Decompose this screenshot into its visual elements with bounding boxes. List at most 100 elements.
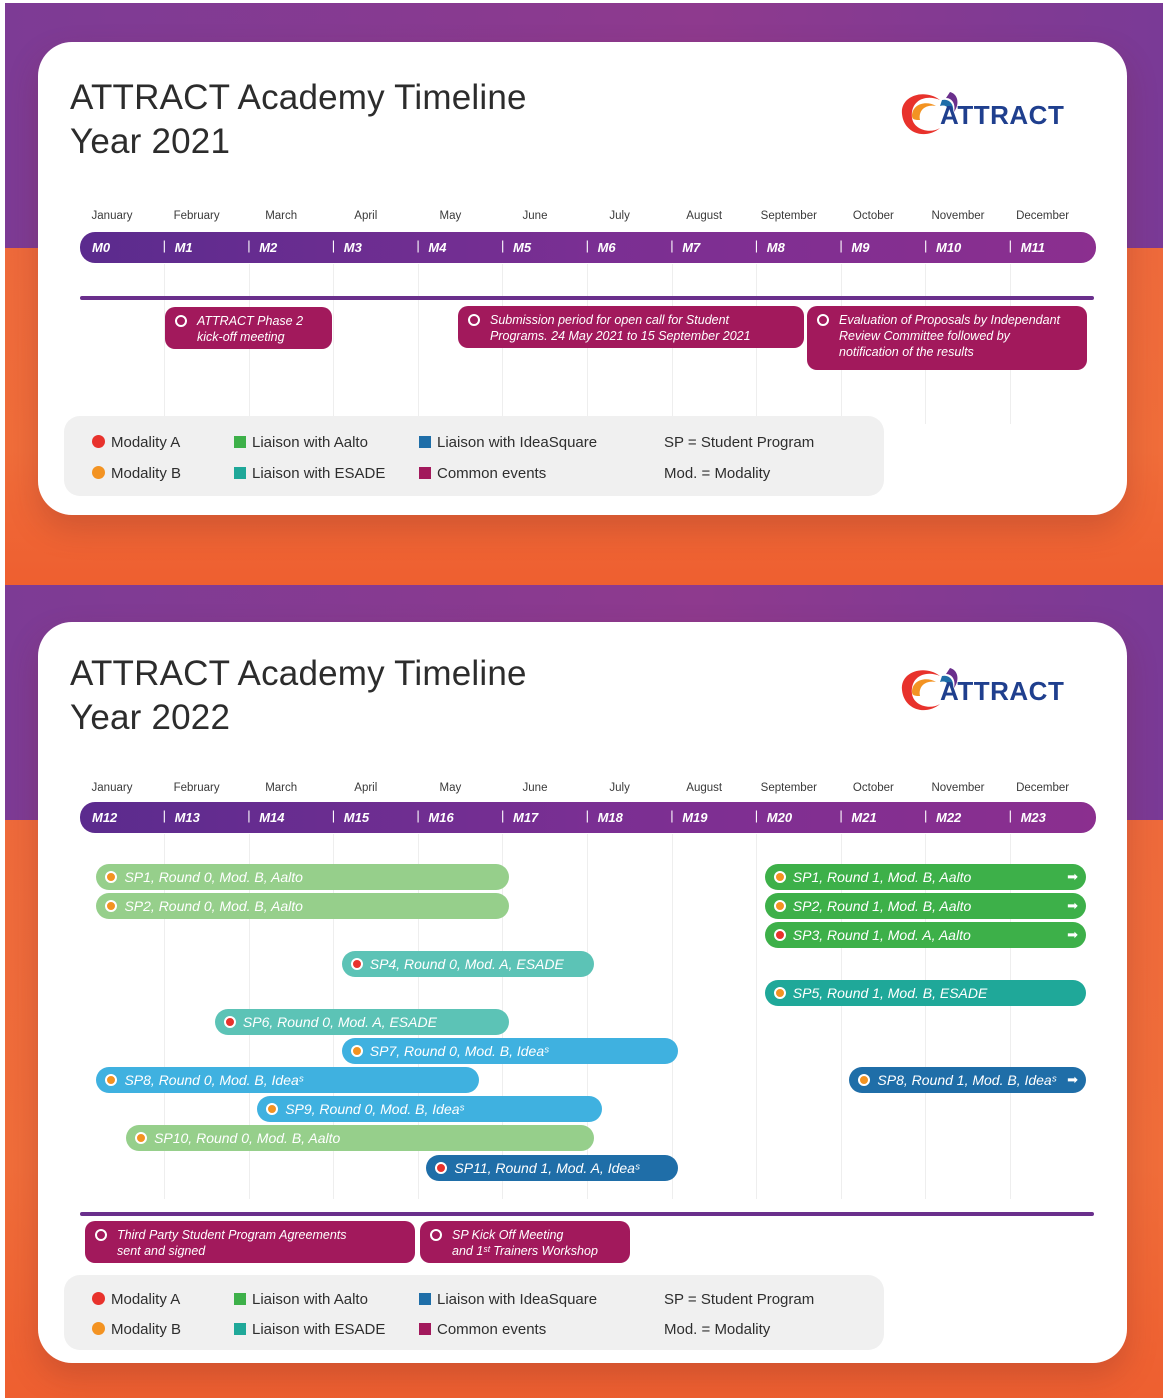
common-square-icon bbox=[419, 467, 431, 479]
milestone-label: M19 bbox=[682, 810, 708, 825]
legend-common-events: Common events bbox=[419, 1321, 546, 1338]
modality-b-dot-icon bbox=[773, 871, 786, 883]
event-ring-icon bbox=[95, 1229, 107, 1241]
modality-b-dot-icon bbox=[105, 1074, 118, 1086]
program-label: SP6, Round 0, Mod. A, ESADE bbox=[242, 1014, 437, 1030]
modality-b-dot-icon bbox=[105, 900, 118, 912]
milestone-label: M10 bbox=[936, 240, 962, 255]
milestone-label: M15 bbox=[343, 810, 370, 825]
modality-b-dot-icon bbox=[92, 1322, 105, 1335]
milestone-label: M18 bbox=[597, 810, 623, 825]
month-label: September bbox=[760, 782, 817, 794]
legend-modality-a: Modality A bbox=[92, 1291, 180, 1308]
ideasquare-square-icon bbox=[419, 436, 431, 448]
milestone-separator: | bbox=[501, 808, 505, 823]
milestone-label: M5 bbox=[513, 240, 532, 255]
milestone-separator: | bbox=[839, 808, 843, 823]
milestone-separator: | bbox=[331, 238, 336, 253]
month-label: December bbox=[1016, 782, 1070, 794]
program-label: SP5, Round 1, Mod. B, ESADE bbox=[792, 985, 988, 1001]
continues-arrow-icon: ➡ bbox=[1067, 869, 1078, 884]
month-label: December bbox=[1016, 210, 1070, 222]
modality-b-dot-icon bbox=[350, 1045, 363, 1057]
legend-common-events: Common events bbox=[419, 465, 546, 482]
month-label: February bbox=[173, 782, 220, 794]
logo-text: ATTRACT bbox=[940, 676, 1065, 706]
title-line2: Year 2021 bbox=[70, 122, 231, 161]
event-sp-kickoff: SP Kick Off Meeting and 1ˢᵗ Trainers Wor… bbox=[420, 1221, 630, 1263]
milestone-bar: M12|M13|M14|M15|M16|M17|M18|M19|M20|M21|… bbox=[80, 802, 1096, 833]
program-bar: SP8, Round 0, Mod. B, Ideaˢ bbox=[96, 1067, 480, 1093]
modality-a-dot-icon bbox=[350, 958, 363, 970]
milestone-separator: | bbox=[501, 238, 505, 253]
title-line2: Year 2022 bbox=[70, 698, 231, 737]
program-bar: SP1, Round 1, Mod. B, Aalto ➡ bbox=[764, 864, 1086, 890]
month-label: September bbox=[760, 210, 817, 222]
milestone-label: M0 bbox=[92, 240, 111, 255]
program-label: SP3, Round 1, Mod. A, Aalto bbox=[792, 927, 971, 943]
legend-esade: Liaison with ESADE bbox=[234, 1321, 385, 1338]
milestone-label: M1 bbox=[174, 240, 193, 255]
month-gridline bbox=[1010, 834, 1011, 1199]
event-evaluation-proposals: Evaluation of Proposals by Independant R… bbox=[807, 306, 1087, 370]
continues-arrow-icon: ➡ bbox=[1067, 898, 1078, 913]
legend-modality-b: Modality B bbox=[92, 1321, 181, 1338]
program-label: SP1, Round 0, Mod. B, Aalto bbox=[124, 869, 303, 885]
month-label: October bbox=[852, 782, 894, 794]
common-events-divider bbox=[80, 296, 1094, 300]
page-title: ATTRACT Academy Timeline Year 2021 bbox=[70, 76, 527, 164]
month-label: October bbox=[852, 210, 894, 222]
timeline-card-2022: ATTRACT Academy Timeline Year 2022 ATTRA… bbox=[38, 622, 1127, 1363]
continues-arrow-icon: ➡ bbox=[1067, 927, 1078, 942]
modality-a-dot-icon bbox=[435, 1162, 448, 1174]
milestone-separator: | bbox=[162, 808, 166, 823]
milestone-separator: | bbox=[416, 238, 420, 253]
month-gridline bbox=[417, 264, 419, 424]
milestone-label: M16 bbox=[428, 810, 454, 825]
program-bar: SP11, Round 1, Mod. A, Ideaˢ bbox=[426, 1155, 679, 1181]
milestone-label: M23 bbox=[1020, 810, 1046, 825]
month-gridline bbox=[840, 834, 842, 1199]
program-label: SP10, Round 0, Mod. B, Aalto bbox=[154, 1130, 341, 1146]
legend-sp-note: SP = Student Program bbox=[664, 1291, 815, 1308]
program-label: SP9, Round 0, Mod. B, Ideaˢ bbox=[285, 1101, 465, 1117]
modality-b-dot-icon bbox=[105, 871, 118, 883]
event-third-party-agreements: Third Party Student Program Agreements s… bbox=[85, 1221, 415, 1263]
milestone-separator: | bbox=[247, 808, 251, 823]
milestone-separator: | bbox=[924, 238, 928, 253]
timeline-card-2021: ATTRACT Academy Timeline Year 2021 ATTRA… bbox=[38, 42, 1127, 515]
milestone-label: M4 bbox=[428, 240, 447, 255]
program-label: SP1, Round 1, Mod. B, Aalto bbox=[792, 869, 972, 885]
milestone-label: M2 bbox=[259, 240, 278, 255]
program-bar: SP5, Round 1, Mod. B, ESADE bbox=[764, 980, 1086, 1006]
milestone-label: M21 bbox=[851, 810, 877, 825]
month-gridline bbox=[756, 834, 758, 1199]
modality-a-dot-icon bbox=[773, 929, 786, 941]
aalto-square-icon bbox=[234, 436, 246, 448]
milestone-separator: | bbox=[754, 238, 759, 253]
program-label: SP8, Round 1, Mod. B, Ideaˢ bbox=[877, 1072, 1057, 1088]
milestone-label: M22 bbox=[936, 810, 962, 825]
month-label: July bbox=[609, 210, 630, 222]
legend-modality-b: Modality B bbox=[92, 465, 181, 482]
month-label: January bbox=[91, 782, 133, 794]
aalto-square-icon bbox=[234, 1293, 246, 1305]
event-ring-icon bbox=[175, 315, 187, 327]
milestone-label: M8 bbox=[766, 240, 785, 255]
attract-swoosh-logo-icon bbox=[901, 92, 958, 135]
milestone-label: M7 bbox=[682, 240, 701, 255]
month-label: November bbox=[931, 782, 985, 794]
attract-swoosh-logo-icon bbox=[901, 668, 958, 711]
milestone-separator: | bbox=[162, 238, 166, 253]
title-line1: ATTRACT Academy Timeline bbox=[70, 78, 527, 117]
month-label: January bbox=[91, 210, 133, 222]
month-label: July bbox=[609, 782, 630, 794]
month-label: April bbox=[354, 782, 378, 794]
program-bar: SP3, Round 1, Mod. A, Aalto ➡ bbox=[764, 922, 1086, 948]
milestone-separator: | bbox=[754, 808, 759, 823]
milestone-label: M17 bbox=[513, 810, 539, 825]
month-gridline bbox=[671, 834, 673, 1199]
program-bar: SP9, Round 0, Mod. B, Ideaˢ bbox=[257, 1096, 603, 1122]
month-gridline bbox=[925, 834, 927, 1199]
legend-mod-note: Mod. = Modality bbox=[664, 1321, 771, 1338]
